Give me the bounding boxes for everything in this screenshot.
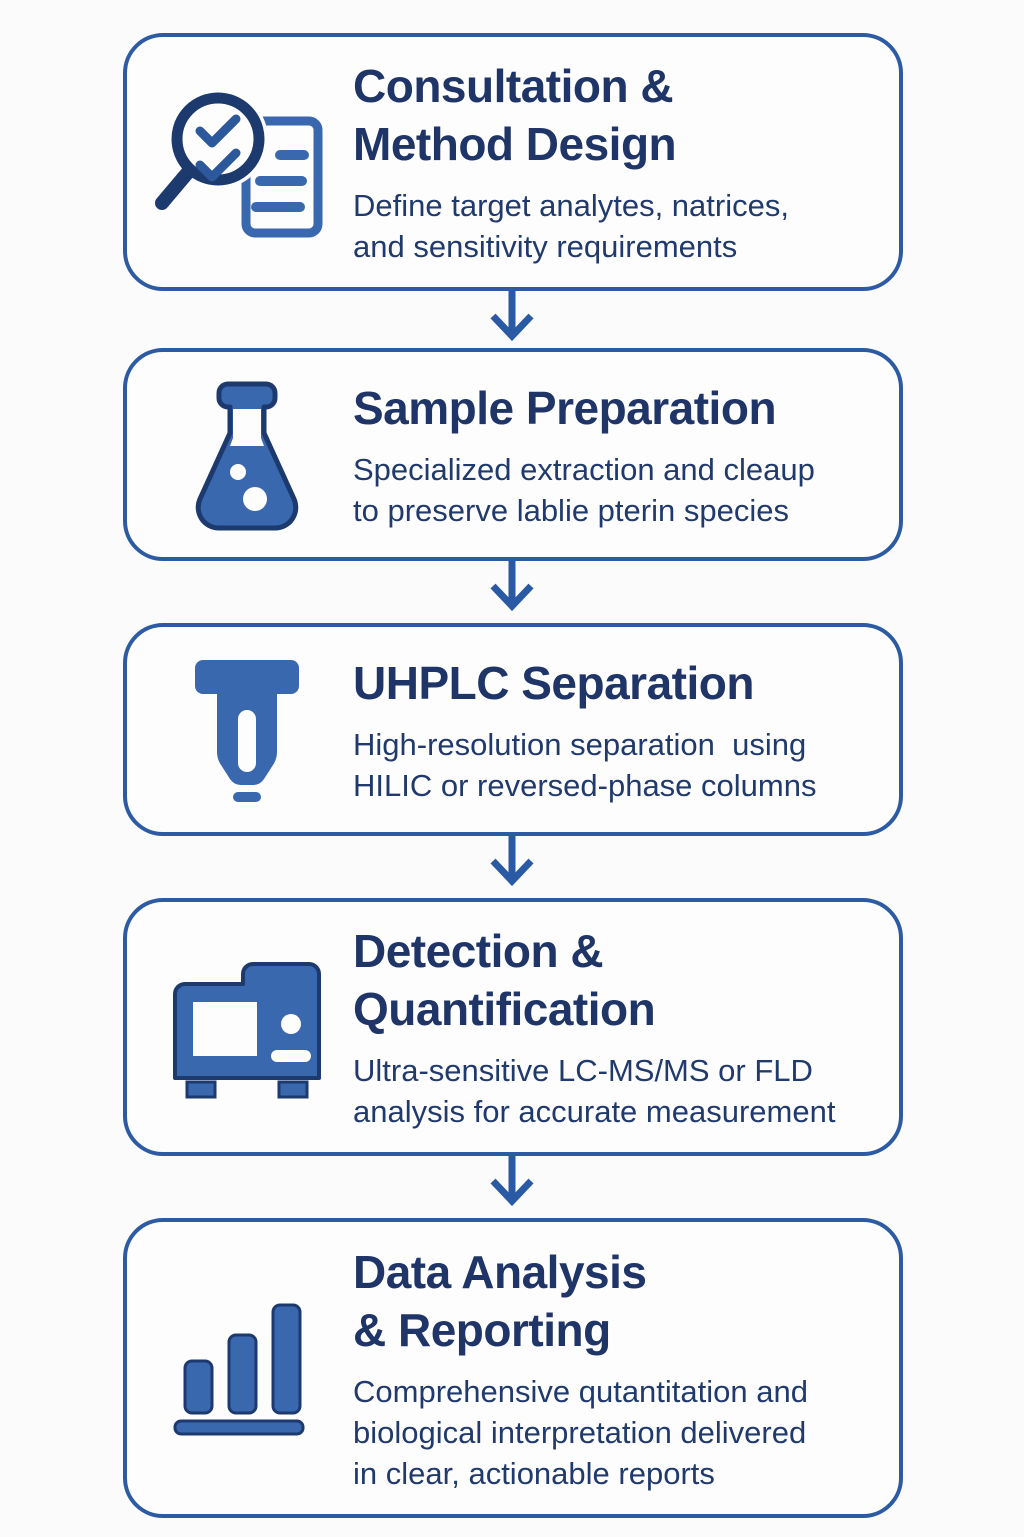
flow-arrow-down-icon [490, 559, 534, 612]
bar-chart-icon [173, 1303, 305, 1436]
title-line: Data Analysis [353, 1245, 647, 1298]
step-description: Specialized extraction and cleaup to pre… [353, 449, 883, 531]
description-line: and sensitivity requirements [353, 229, 738, 264]
step-description: High-resolution separation using HILIC o… [353, 724, 883, 806]
step-icon-wrap [141, 81, 353, 243]
description-line: Comprehensive qutantitation and [353, 1373, 808, 1409]
title-line: UHPLC Separation [353, 656, 754, 709]
description-line: Specialized extraction and cleaup [353, 451, 815, 487]
description-line: biological interpretation delivered [353, 1414, 807, 1450]
flow-arrow-down-icon [490, 289, 534, 342]
description-line: in clear, actionable reports [353, 1455, 715, 1491]
title-line: Quantification [353, 983, 656, 1035]
title-line: Consultation & [353, 60, 674, 112]
step-box-data-analysis-reporting: Data Analysis & Reporting Comprehensive … [123, 1218, 903, 1518]
step-description: Ultra-sensitive LC-MS/MS or FLD analysis… [353, 1050, 883, 1132]
step-title: Detection & Quantification [353, 922, 883, 1038]
description-line: to preserve lablie pterin species [353, 492, 789, 528]
description-line: High-resolution separation using [353, 726, 807, 762]
step-title: Data Analysis & Reporting [353, 1243, 883, 1359]
title-line: & Reporting [353, 1303, 611, 1356]
step-icon-wrap [141, 656, 353, 804]
step-description: Define target analytes, natrices, and se… [353, 185, 883, 267]
chromatography-column-icon [195, 659, 299, 802]
step-title: UHPLC Separation [353, 654, 883, 712]
step-title: Sample Preparation [353, 379, 883, 437]
step-description: Comprehensive qutantitation and biologic… [353, 1371, 883, 1494]
description-line: HILIC or reversed-phase columns [353, 767, 817, 803]
magnifier-checklist-icon [155, 89, 323, 238]
title-line: Method Design [353, 118, 677, 170]
description-line: Ultra-sensitive LC-MS/MS or FLD [353, 1053, 813, 1088]
flask-icon [195, 381, 299, 530]
flow-arrow-down-icon [490, 1154, 534, 1207]
step-icon-wrap [141, 376, 353, 534]
flow-arrow-down-icon [490, 834, 534, 887]
step-box-consultation: Consultation & Method Design Define targ… [123, 33, 903, 291]
title-line: Sample Preparation [353, 381, 777, 434]
mass-spectrometer-icon [173, 962, 321, 1099]
title-line: Detection & [353, 925, 604, 977]
step-box-detection-quantification: Detection & Quantification Ultra-sensiti… [123, 898, 903, 1156]
step-box-uhplc-separation: UHPLC Separation High-resolution separat… [123, 623, 903, 836]
description-line: analysis for accurate measurement [353, 1094, 836, 1129]
step-title: Consultation & Method Design [353, 57, 883, 173]
step-icon-wrap [141, 952, 353, 1102]
description-line: Define target analytes, natrices, [353, 188, 789, 223]
step-box-sample-preparation: Sample Preparation Specialized extractio… [123, 348, 903, 561]
step-icon-wrap [141, 1297, 353, 1439]
